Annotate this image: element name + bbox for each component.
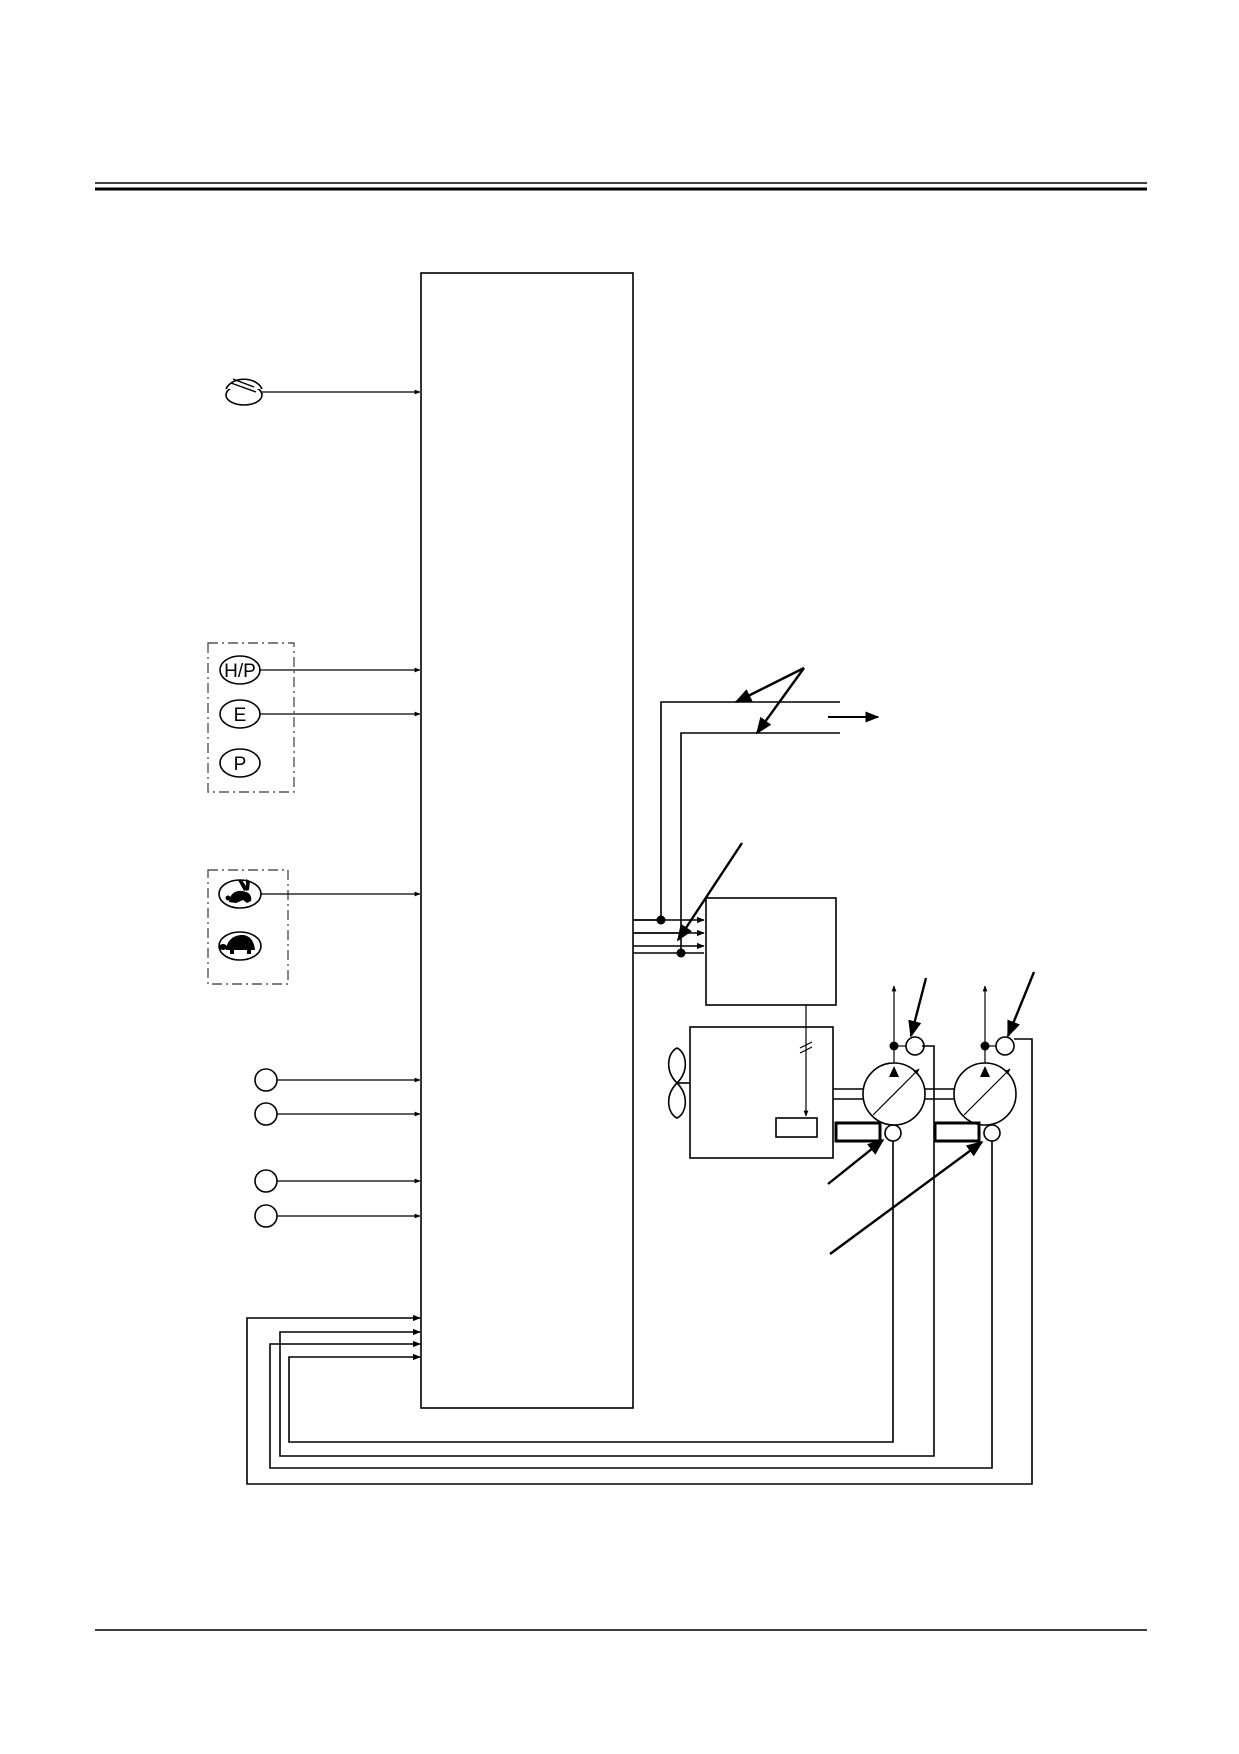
comm-line-lower [633,732,840,934]
speed-group-outline [207,869,289,985]
engine-controller-box [705,897,837,1006]
feedback-line-2 [269,1141,993,1469]
power-mode-p-label: P [234,754,247,775]
regulator-sensor [983,1124,1001,1142]
regulator-pointer [827,1138,885,1185]
engine-block [689,1026,834,1159]
feedback-line-1 [288,1141,894,1443]
fan-icon [667,1047,690,1119]
pressure-sensor-pointer [1006,971,1036,1038]
sensor-input-circle [254,1169,278,1193]
comm-line-upper [633,701,840,921]
rotary-dial-icon [225,378,263,406]
pump-icon [862,1062,926,1126]
sensor-input-circle [254,1102,278,1126]
power-mode-group-outline [207,642,295,793]
drive-shaft [833,1088,955,1100]
sensor-input-circle [254,1068,278,1092]
comm-pointer-lower [756,667,805,735]
power-mode-switch-e[interactable]: E [219,699,261,729]
pressure-sensor-pointer [908,977,928,1038]
power-mode-hp-label: H/P [224,661,256,682]
power-mode-switch-p[interactable]: P [219,748,261,778]
turtle-icon[interactable] [218,931,262,961]
rabbit-icon[interactable] [218,879,262,909]
feedback-line-4 [246,1038,1033,1485]
regulator-valve [834,1121,882,1143]
actuator-box [775,1117,818,1138]
engine-control-mark [799,1041,813,1049]
power-mode-switch-hp[interactable]: H/P [219,655,261,685]
pump-icon [953,1062,1017,1126]
regulator-valve [933,1121,981,1143]
bus-pointer [676,842,744,942]
feedback-line-3 [279,1045,935,1457]
junction-dot [656,915,666,925]
pressure-sensor [995,1036,1015,1056]
engine-control-mark [799,1046,813,1054]
header-rule [95,182,1147,191]
power-mode-e-label: E [234,705,247,726]
regulator-pointer [829,1141,984,1255]
comm-pointer-upper [734,666,805,704]
controller-block [420,272,634,1409]
sensor-input-circle [254,1204,278,1228]
regulator-sensor [884,1124,902,1142]
pressure-sensor [905,1036,925,1056]
